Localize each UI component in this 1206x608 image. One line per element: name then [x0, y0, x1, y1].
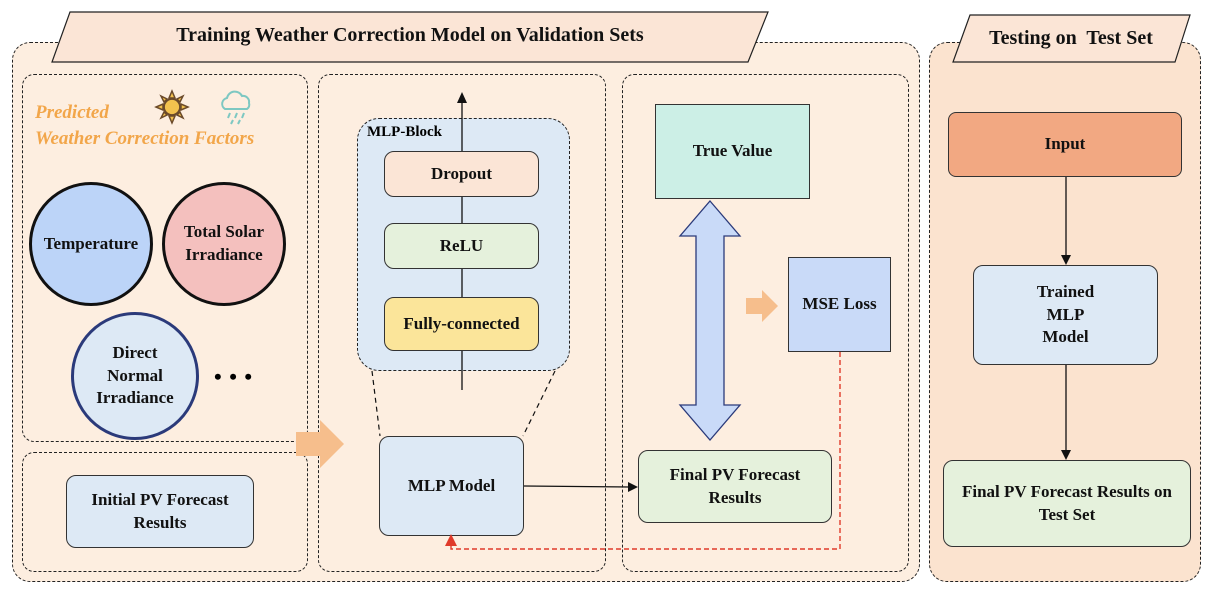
final-forecast-label: Final PV Forecast Results — [669, 464, 801, 507]
initial-forecast-box: Initial PV Forecast Results — [66, 475, 254, 548]
dni-circle: Direct Normal Irradiance — [71, 312, 199, 440]
temperature-label: Temperature — [43, 233, 139, 253]
weather-title-line2: Weather Correction Factors — [35, 128, 255, 149]
input-label: Input — [1044, 134, 1086, 154]
mse-loss-label: MSE Loss — [802, 294, 877, 314]
ellipsis: • • • — [214, 364, 254, 389]
true-value-box: True Value — [655, 104, 810, 199]
initial-forecast-panel — [22, 452, 308, 572]
solar-irradiance-circle: Total Solar Irradiance — [162, 182, 286, 306]
relu-layer: ReLU — [384, 223, 539, 269]
weather-factors-panel — [22, 74, 308, 442]
temperature-circle: Temperature — [29, 182, 153, 306]
mse-loss-box: MSE Loss — [788, 257, 891, 352]
loss-panel — [622, 74, 909, 572]
final-test-label: Final PV Forecast Results on Test Set — [962, 481, 1172, 524]
trained-model-label: Trained MLP Model — [1036, 281, 1095, 347]
initial-forecast-label: Initial PV Forecast Results — [91, 489, 229, 532]
training-title: Training Weather Correction Model on Val… — [176, 24, 644, 46]
true-value-label: True Value — [692, 141, 773, 161]
final-test-box: Final PV Forecast Results on Test Set — [943, 460, 1191, 547]
testing-title: Testing on Test Set — [989, 27, 1153, 49]
dropout-layer: Dropout — [384, 151, 539, 197]
dni-label: Direct Normal Irradiance — [96, 342, 174, 408]
mlp-block-label: MLP-Block — [367, 124, 442, 140]
mlp-panel — [318, 74, 606, 572]
mlp-model-label: MLP Model — [407, 475, 496, 495]
weather-title-line1: Predicted — [35, 102, 109, 123]
relu-label: ReLU — [439, 235, 484, 255]
trained-model-box: Trained MLP Model — [973, 265, 1158, 365]
input-box: Input — [948, 112, 1182, 177]
dropout-label: Dropout — [430, 163, 493, 183]
solar-irradiance-label: Total Solar Irradiance — [183, 222, 265, 264]
mlp-model-box: MLP Model — [379, 436, 524, 536]
fully-connected-layer: Fully-connected — [384, 297, 539, 351]
fully-connected-label: Fully-connected — [403, 313, 520, 333]
final-forecast-box: Final PV Forecast Results — [638, 450, 832, 523]
